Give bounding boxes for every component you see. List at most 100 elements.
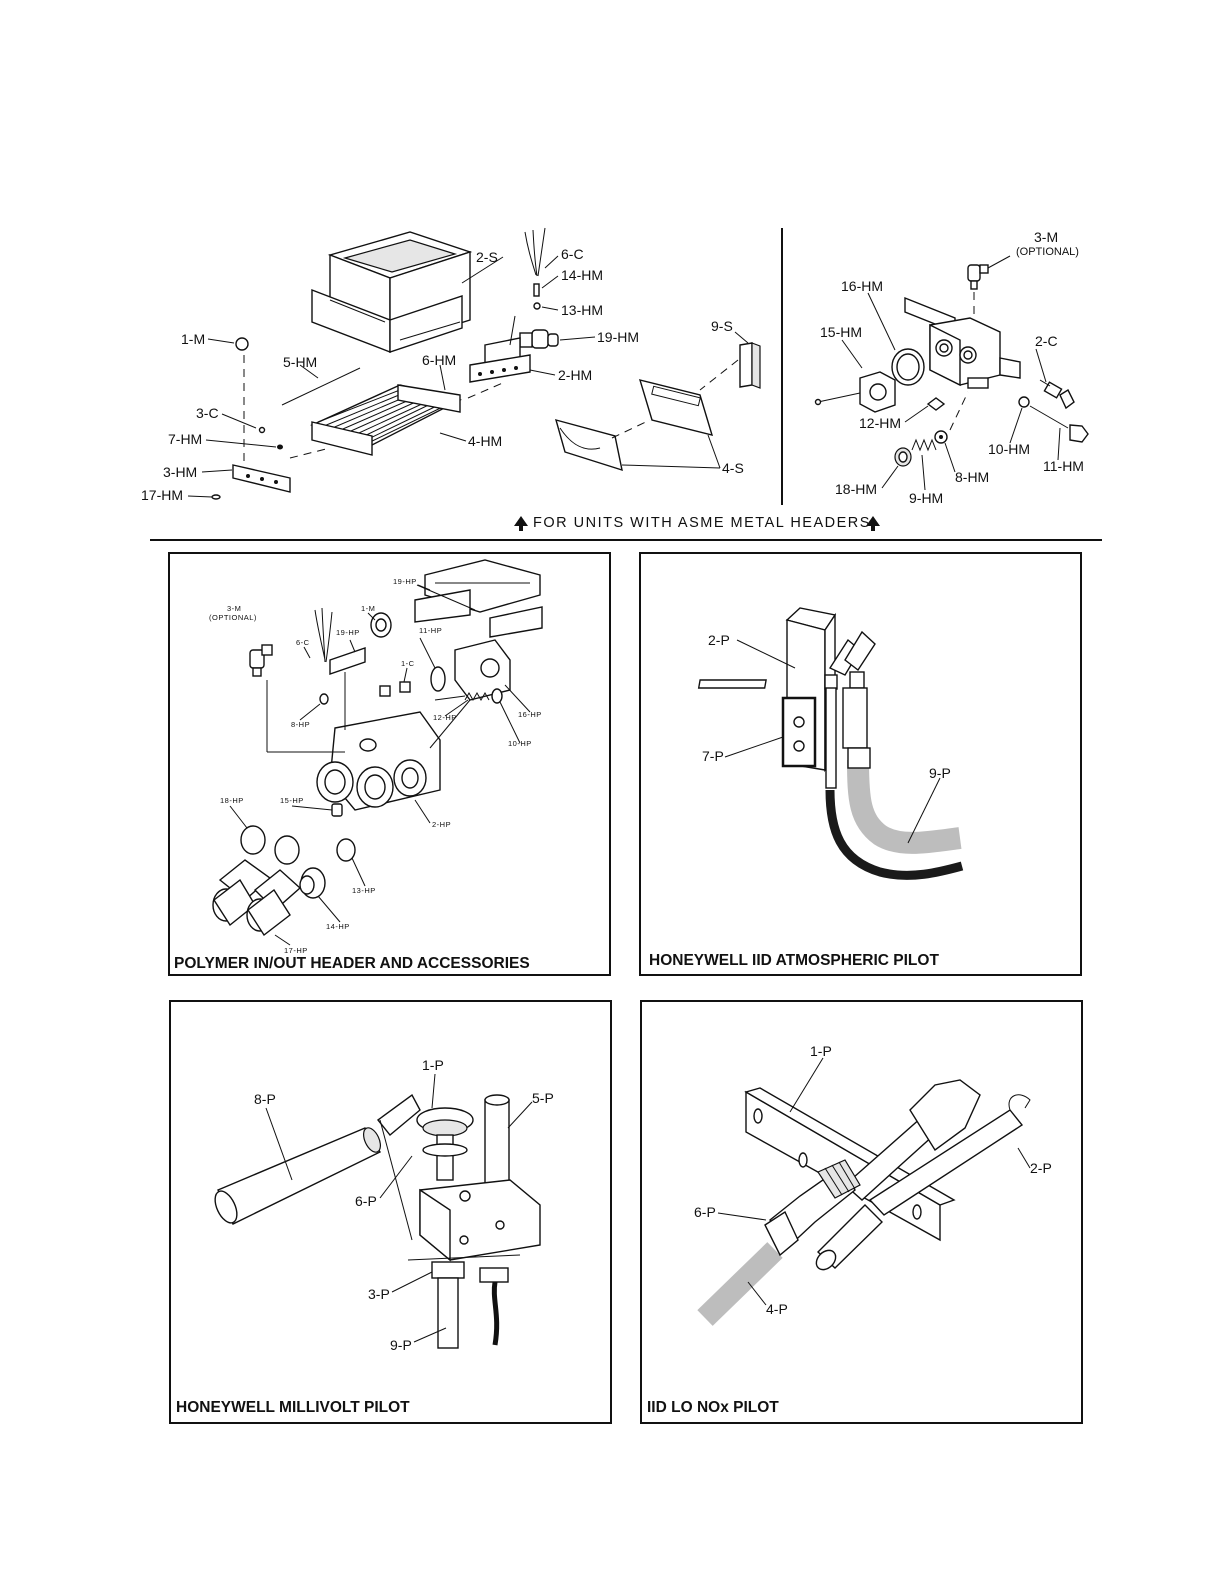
label-3m: 3-M xyxy=(1034,229,1058,245)
label-6p-mv: 6-P xyxy=(355,1193,377,1209)
label-2hm: 2-HM xyxy=(558,367,592,383)
wire-terminal xyxy=(533,283,540,297)
label-15hm: 15-HM xyxy=(820,324,862,340)
label-4p-lonox: 4-P xyxy=(766,1301,788,1317)
label-16hp: 16-HP xyxy=(518,710,542,719)
left-header xyxy=(211,464,291,500)
label-8hp: 8-HP xyxy=(291,720,310,729)
label-19hp-top: 19-HP xyxy=(393,577,417,586)
label-17hp: 17-HP xyxy=(284,946,308,955)
label-9p-mv: 9-P xyxy=(390,1337,412,1353)
up-arrow-icon xyxy=(514,516,528,531)
screw-13hm xyxy=(533,302,541,310)
label-1p-lonox: 1-P xyxy=(810,1043,832,1059)
bolt xyxy=(817,392,861,403)
asme-note-text: FOR UNITS WITH ASME METAL HEADERS xyxy=(533,515,871,531)
label-18hm: 18-HM xyxy=(835,481,877,497)
panel-frame-millivolt xyxy=(169,1000,612,1424)
up-arrow-icon xyxy=(866,516,880,531)
label-11hp: 11-HP xyxy=(419,626,442,635)
label-12hp: 12-HP xyxy=(433,713,457,722)
label-2p-lonox: 2-P xyxy=(1030,1160,1052,1176)
spring-9hm xyxy=(911,438,937,452)
washer-10hm xyxy=(1018,396,1030,408)
label-19hm: 19-HM xyxy=(597,329,639,345)
drain-11hm xyxy=(1069,424,1089,443)
bracket-2hm xyxy=(469,337,531,383)
label-2hp: 2-HP xyxy=(432,820,451,829)
part-1m xyxy=(235,337,249,351)
label-13hp: 13-HP xyxy=(352,886,376,895)
part-7hm xyxy=(277,444,283,450)
label-19hp: 19-HP xyxy=(336,628,360,637)
label-1p-mv: 1-P xyxy=(422,1057,444,1073)
caption-polymer: POLYMER IN/OUT HEADER AND ACCESSORIES xyxy=(174,955,530,972)
metal-header-manifold xyxy=(904,296,1021,389)
lonox-pilot-illustration: 1-P 2-P 6-P 4-P xyxy=(694,1043,1052,1326)
label-3hm: 3-HM xyxy=(163,464,197,480)
label-8hm: 8-HM xyxy=(955,469,989,485)
part-3m xyxy=(967,264,989,290)
label-2s: 2-S xyxy=(476,249,498,265)
label-2p-atmos: 2-P xyxy=(708,632,730,648)
atmospheric-pilot-illustration: 2-P 7-P 9-P xyxy=(697,607,964,880)
wire-leads xyxy=(524,227,546,277)
label-3c: 3-C xyxy=(196,405,219,421)
panel-frame-polymer xyxy=(168,552,611,976)
panel-frame-lonox xyxy=(640,1000,1083,1424)
label-16hm: 16-HM xyxy=(841,278,883,294)
label-17hm: 17-HM xyxy=(141,487,183,503)
thermostat-19hm xyxy=(519,329,559,349)
caption-atmospheric: HONEYWELL IID ATMOSPHERIC PILOT xyxy=(649,952,939,969)
asme-note: FOR UNITS WITH ASME METAL HEADERS xyxy=(514,515,880,531)
pin xyxy=(1029,405,1069,429)
flange-15hm xyxy=(859,371,896,413)
label-5hm: 5-HM xyxy=(283,354,317,370)
part-3m-polymer xyxy=(249,644,273,677)
tube-8p xyxy=(214,1127,382,1225)
label-18hp: 18-HP xyxy=(220,796,244,805)
asme-header-detail: 3-M (OPTIONAL) 16-HM 15-HM 2-C 12-HM 10-… xyxy=(814,229,1089,506)
polymer-header-illustration: 19-HP 3-M (OPTIONAL) 1-M 11-HP 6-C 19-HP… xyxy=(209,559,543,955)
caption-lonox: IID LO NOx PILOT xyxy=(647,1399,779,1416)
label-2c: 2-C xyxy=(1035,333,1058,349)
label-14hm: 14-HM xyxy=(561,267,603,283)
plates-4s xyxy=(554,379,714,472)
label-10hm: 10-HM xyxy=(988,441,1030,457)
label-8p-mv: 8-P xyxy=(254,1091,276,1107)
label-6c: 6-C xyxy=(561,246,584,262)
label-7p-atmos: 7-P xyxy=(702,748,724,764)
label-4hm: 4-HM xyxy=(468,433,502,449)
label-9hm: 9-HM xyxy=(909,490,943,506)
heater-box xyxy=(311,231,473,354)
label-optional: (OPTIONAL) xyxy=(1016,246,1079,258)
caption-millivolt: HONEYWELL MILLIVOLT PILOT xyxy=(176,1399,410,1416)
rod-5hm xyxy=(281,367,361,406)
label-3m-polymer: 3-M xyxy=(227,604,241,613)
label-1m-polymer: 1-M xyxy=(361,604,375,613)
polymer-header-body xyxy=(316,711,441,811)
label-9p-atmos: 9-P xyxy=(929,765,951,781)
label-7hm: 7-HM xyxy=(168,431,202,447)
label-1c: 1-C xyxy=(401,659,415,668)
label-6hm: 6-HM xyxy=(422,352,456,368)
label-6c-polymer: 6-C xyxy=(296,638,310,647)
label-3p-mv: 3-P xyxy=(368,1286,390,1302)
label-10hp: 10-HP xyxy=(508,739,532,748)
unions-17hp xyxy=(212,859,302,937)
label-6p-lonox: 6-P xyxy=(694,1204,716,1220)
label-optional-polymer: (OPTIONAL) xyxy=(209,613,257,622)
label-11hm: 11-HM xyxy=(1043,458,1084,474)
label-12hm: 12-HM xyxy=(859,415,901,431)
label-14hp: 14-HP xyxy=(326,922,350,931)
label-4s: 4-S xyxy=(722,460,744,476)
heat-exchanger xyxy=(310,384,462,456)
part-2c xyxy=(1039,379,1075,410)
millivolt-pilot-illustration: 1-P 8-P 5-P 6-P 3-P 9-P xyxy=(214,1057,554,1353)
asme-exploded-view: 2-S 6-C 14-HM 13-HM 19-HM 9-S 1-M 5-HM 6… xyxy=(141,227,761,503)
bracket-9s xyxy=(739,342,761,389)
plug-18hm xyxy=(894,447,912,467)
label-15hp: 15-HP xyxy=(280,796,304,805)
label-5p-mv: 5-P xyxy=(532,1090,554,1106)
